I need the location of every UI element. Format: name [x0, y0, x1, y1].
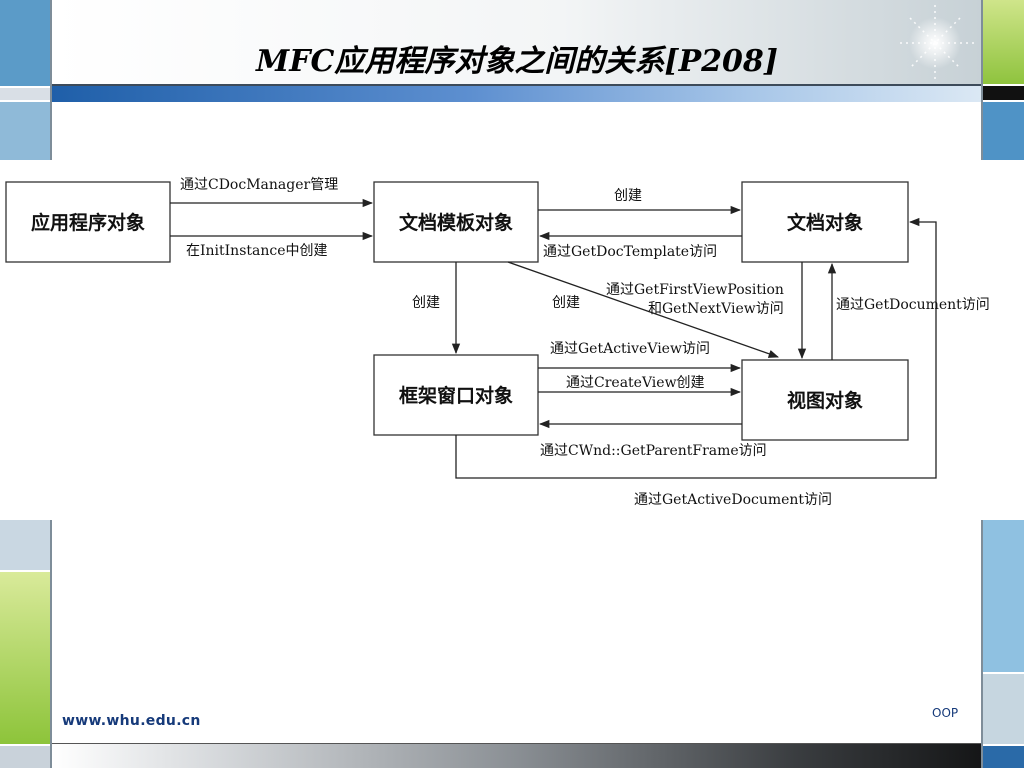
left-deco-block [0, 746, 50, 768]
left-deco-block [0, 0, 50, 86]
right-deco-block [983, 102, 1024, 160]
edge-label-app-template-manage: 通过CDocManager管理 [180, 177, 338, 193]
left-deco-block [0, 102, 50, 160]
node-app-label: 应用程序对象 [31, 211, 145, 234]
edge-frame-document-active [455, 217, 937, 479]
edge-label-template-view-create: 创建 [552, 295, 580, 311]
node-app-box [5, 181, 171, 263]
left-deco-block [0, 520, 50, 570]
node-document-box [741, 181, 909, 263]
node-doctemplate-box [373, 181, 539, 263]
edge-template-view-create [507, 261, 779, 358]
right-deco-block [983, 520, 1024, 672]
edge-label-app-template-create: 在InitInstance中创建 [186, 243, 328, 259]
edge-label-view-document-access: 通过GetDocument访问 [836, 297, 990, 313]
node-doctemplate-label: 文档模板对象 [399, 211, 513, 234]
mfc-relationship-diagram: 应用程序对象 文档模板对象 文档对象 框架窗口对象 视图对象 通过CDocMan… [0, 160, 1024, 520]
node-document-label: 文档对象 [787, 211, 863, 234]
edge-label-frame-view-activeview: 通过GetActiveView访问 [550, 341, 710, 357]
node-view-label: 视图对象 [787, 389, 863, 412]
right-deco-block [983, 86, 1024, 100]
right-deco-block [983, 746, 1024, 768]
header-background [52, 0, 981, 86]
page-title: MFC应用程序对象之间的关系[P208] [256, 44, 778, 79]
node-view-box [741, 359, 909, 441]
edge-label-frame-view-getnext: 和GetNextView访问 [648, 301, 784, 317]
header-gradient-bar [52, 86, 981, 102]
edge-label-template-document-create: 创建 [614, 188, 642, 204]
left-deco-block [0, 88, 50, 100]
node-frame-box [373, 354, 539, 436]
edge-label-frame-document-active: 通过GetActiveDocument访问 [634, 492, 832, 508]
sparkle-icon [900, 5, 975, 80]
right-deco-block [983, 0, 1024, 84]
footer-url: www.whu.edu.cn [62, 713, 201, 729]
footer-rule [52, 743, 981, 744]
node-frame-label: 框架窗口对象 [399, 384, 513, 407]
edge-label-template-frame-create: 创建 [412, 295, 440, 311]
right-deco-block [983, 674, 1024, 744]
edge-label-frame-view-getfirst: 通过GetFirstViewPosition [606, 282, 784, 298]
edge-label-frame-view-createview: 通过CreateView创建 [566, 375, 705, 391]
footer-gradient-bar [52, 744, 981, 768]
left-deco-block [0, 572, 50, 744]
header-rule-dark [52, 84, 981, 86]
footer-tag: OOP [932, 706, 959, 720]
edge-label-view-frame-parent: 通过CWnd::GetParentFrame访问 [540, 443, 767, 459]
edge-label-document-template-access: 通过GetDocTemplate访问 [543, 244, 717, 260]
